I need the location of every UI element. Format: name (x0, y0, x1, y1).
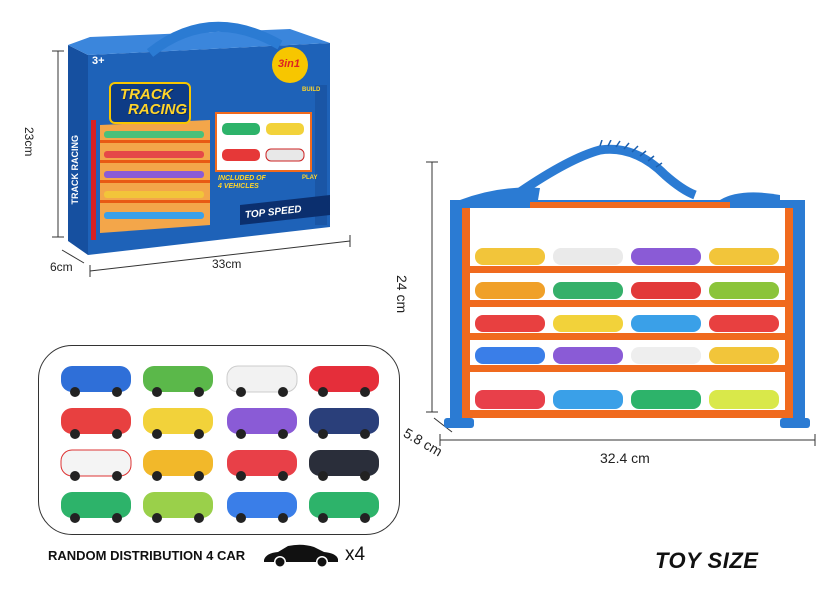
assortment-row-3 (60, 449, 379, 477)
rack-dimension-lines (426, 161, 816, 446)
box-dimension-lines (52, 50, 351, 277)
box-track-arc (146, 21, 283, 57)
rack-width-label: 32.4 cm (600, 450, 650, 466)
box-logo-line1: TRACK (120, 86, 173, 103)
box-mini-cars (104, 131, 204, 219)
box-side-face (68, 45, 88, 255)
rack-right-pillar (793, 200, 805, 425)
badge-3in1: 3in1 (278, 58, 301, 70)
assortment-row-1 (61, 365, 379, 393)
box-width-label: 33cm (212, 257, 242, 271)
box-shelves (100, 140, 210, 203)
rack-row-4 (475, 347, 779, 364)
car-assortment-svg (60, 365, 379, 523)
assortment-row-4 (61, 492, 379, 518)
top-speed-banner (240, 195, 330, 225)
rack-shelves (462, 266, 793, 418)
toy-size-title: TOY SIZE (655, 548, 759, 573)
included-text: INCLUDED OF 4 VEHICLES (218, 175, 266, 191)
car-silhouette-icon (264, 544, 338, 567)
assortment-wheels (70, 387, 370, 523)
random-distribution-text: RANDOM DISTRIBUTION 4 CAR (48, 548, 246, 563)
box-car-window (215, 112, 312, 172)
rack-row-3 (475, 315, 779, 332)
rack-height-label: 24 cm (394, 275, 410, 314)
rack-row-5 (475, 390, 779, 409)
rack-handle-arc (517, 144, 697, 200)
packaging-box-illustration: TRACK RACING 3+ 3in1 TOP SPEED INCLUDED … (22, 15, 370, 285)
box-logo: TRACK RACING (120, 87, 187, 117)
age-badge: 3+ (92, 55, 105, 67)
included-line2: 4 VEHICLES (218, 183, 259, 190)
rack-row-1 (475, 248, 779, 265)
logo-background (109, 82, 191, 124)
box-depth-label: 6cm (50, 260, 73, 274)
badge-3in1-circle (272, 47, 308, 83)
rack-handle-teeth (599, 139, 663, 168)
box-logo-line2: RACING (128, 101, 188, 118)
packaging-box-svg (52, 21, 351, 277)
rack-left-pillar (450, 200, 462, 425)
included-line1: INCLUDED OF (218, 175, 266, 182)
box-height-label: 23cm (22, 127, 36, 157)
label-build: BUILD (302, 87, 321, 93)
rack-svg (426, 139, 816, 446)
car-count-text: x4 (345, 544, 366, 565)
label-play: PLAY (302, 175, 318, 181)
rack-row-2 (475, 282, 779, 299)
car-assortment-panel (38, 345, 400, 535)
rack-cars (475, 248, 779, 409)
assortment-row-2 (61, 408, 379, 434)
track-rack-illustration: 24 cm 5.8 cm 32.4 cm (394, 139, 825, 470)
side-logo: TRACK RACING (70, 135, 80, 205)
